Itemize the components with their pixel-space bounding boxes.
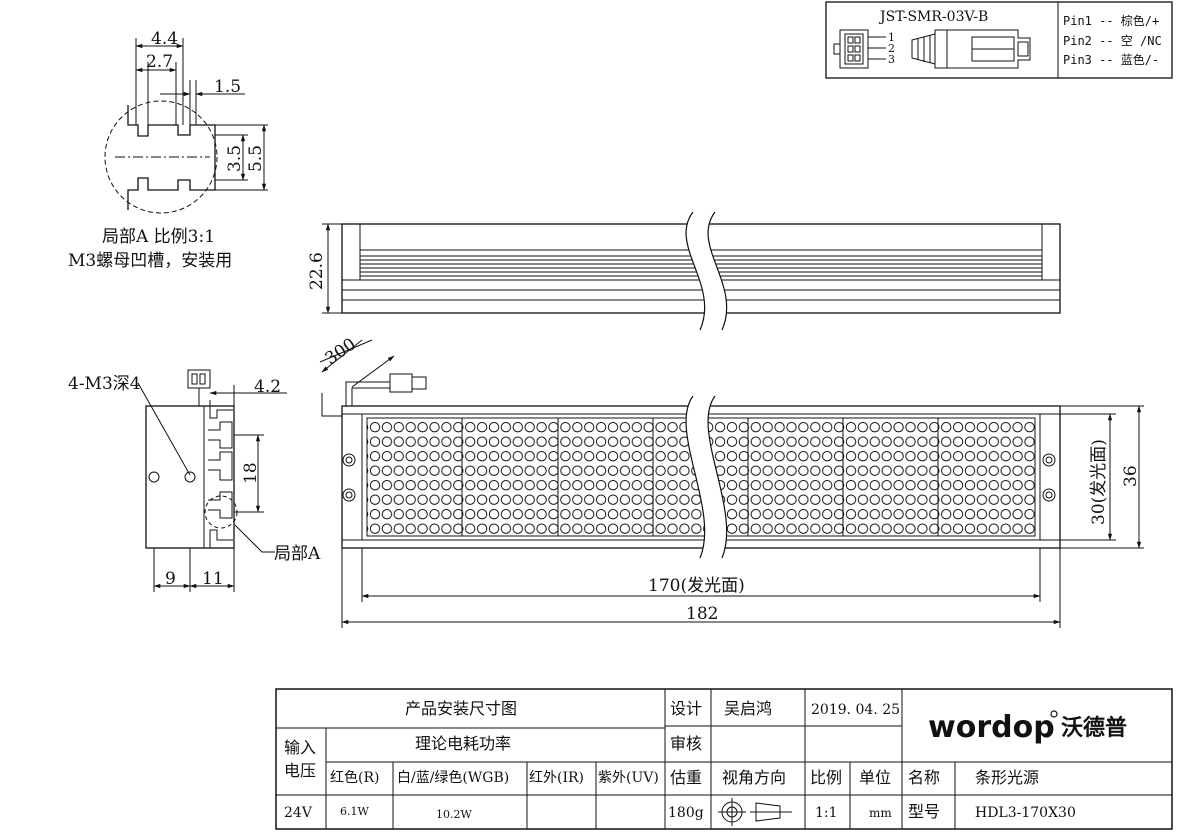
- model-label: 型号: [908, 802, 940, 821]
- side-dim-bottom-right: 11: [202, 569, 224, 589]
- weight-label: 估重: [670, 768, 702, 787]
- front-view-break: [686, 396, 727, 558]
- review-label: 审核: [670, 734, 702, 753]
- total-height-dim: 36: [1121, 465, 1141, 487]
- pin1-description: Pin1 -- 棕色/+: [1063, 13, 1159, 28]
- connector-model: JST-SMR-03V-B: [878, 9, 988, 25]
- side-dim-top: 4.2: [254, 377, 281, 397]
- uv-label: 紫外(UV): [598, 770, 659, 786]
- detail-dim-4-4: 4.4: [151, 29, 178, 49]
- input-voltage-label-1: 输入: [284, 738, 316, 757]
- design-label: 设计: [670, 699, 702, 718]
- cable-length-dim: 300: [322, 334, 360, 369]
- detail-dim-1-5: 1.5: [214, 77, 241, 97]
- unit-value: mm: [869, 806, 892, 820]
- detail-a-reference: 局部A: [274, 544, 321, 564]
- detail-dim-5-5: 5.5: [246, 145, 266, 172]
- side-dim-mid: 18: [241, 462, 261, 484]
- input-voltage-label-2: 电压: [284, 761, 316, 780]
- emit-length-dim: 170(发光面): [648, 576, 745, 596]
- front-view-break-lines: [685, 395, 728, 559]
- drawing-title: 产品安装尺寸图: [405, 699, 517, 718]
- emit-height-dim: 30(发光面): [1089, 439, 1109, 525]
- company-logo-latin: wordop: [928, 710, 1055, 745]
- projection-symbol-icon: [718, 798, 792, 826]
- model-value: HDL3-170X30: [975, 805, 1076, 821]
- pin2-description: Pin2 -- 空 /NC: [1063, 34, 1162, 48]
- registered-mark-icon: [1050, 710, 1058, 718]
- pin-number-3: 3: [888, 53, 895, 66]
- company-logo-cn: 沃德普: [1061, 715, 1127, 741]
- pin-number-2: 2: [888, 42, 895, 55]
- wgb-label: 白/蓝/绿色(WGB): [397, 769, 509, 786]
- power-label: 理论电耗功率: [415, 734, 511, 753]
- pin3-description: Pin3 -- 蓝色/-: [1063, 53, 1159, 67]
- detail-dim-2-7: 2.7: [146, 52, 173, 72]
- title-block: [275, 688, 1173, 830]
- detail-dim-3-5: 3.5: [225, 145, 245, 172]
- total-length-dim: 182: [686, 604, 718, 624]
- designer-name: 吴启鸿: [724, 699, 772, 718]
- red-label: 红色(R): [330, 769, 379, 786]
- voltage-value: 24V: [284, 805, 313, 821]
- top-view-height-dim: 22.6: [307, 252, 327, 290]
- detail-caption-purpose: M3螺母凹槽，安装用: [68, 251, 232, 271]
- connector-box: JST-SMR-03V-B 1 2 3 Pin1 --: [825, 1, 1173, 79]
- connector-side-icon: [911, 29, 1031, 69]
- name-label: 名称: [908, 768, 940, 787]
- ir-label: 红外(IR): [529, 770, 584, 786]
- drawing-date: 2019. 04. 25: [811, 702, 900, 718]
- detail-a-view: [104, 38, 268, 214]
- red-power-value: 6.1W: [340, 805, 369, 818]
- top-view-break-lines: [685, 211, 728, 331]
- top-view-break: [686, 212, 727, 330]
- product-name: 条形光源: [975, 768, 1039, 787]
- scale-value: 1:1: [815, 805, 838, 821]
- side-view: [137, 369, 287, 592]
- unit-label: 单位: [859, 768, 891, 787]
- connector-face-icon: [833, 29, 886, 69]
- wgb-power-value: 10.2W: [436, 808, 472, 821]
- scale-label: 比例: [810, 768, 842, 787]
- weight-value: 180g: [668, 805, 704, 821]
- pin-number-1: 1: [888, 31, 895, 44]
- view-direction-label: 视角方向: [722, 768, 786, 787]
- side-dim-bottom-left: 9: [165, 569, 176, 589]
- thread-label: 4-M3深4: [68, 374, 141, 394]
- detail-caption-scale: 局部A 比例3:1: [102, 227, 215, 247]
